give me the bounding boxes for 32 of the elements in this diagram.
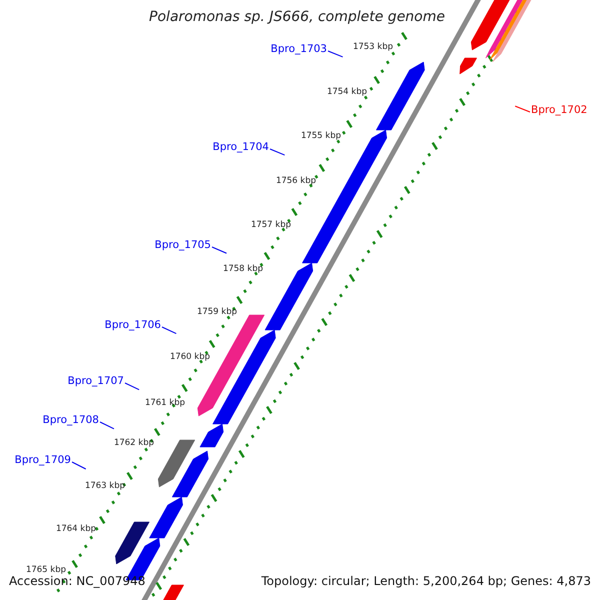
leader-line [328, 50, 344, 58]
leader-line [270, 148, 286, 156]
accession-label: Accession: NC_007948 [9, 575, 146, 588]
tick-label: 1757 kbp [250, 221, 291, 230]
tick-label: 1756 kbp [276, 177, 316, 186]
leader-line [514, 106, 530, 112]
tick-label: 1758 kbp [222, 265, 263, 274]
leader-line [124, 382, 140, 390]
gene-label: Bpro_1703 [270, 44, 327, 55]
gene-label: Bpro_1707 [68, 376, 124, 387]
gene-label: Bpro_1709 [14, 455, 71, 466]
gene-label: Bpro_1706 [104, 320, 161, 331]
leader-line [72, 462, 86, 470]
leader-line [100, 422, 114, 430]
tick-label: 1755 kbp [300, 132, 341, 141]
tick-label: 1753 kbp [352, 43, 393, 52]
gene-label: Bpro_1708 [42, 415, 99, 426]
tick-label: 1763 kbp [84, 482, 125, 491]
gene-label: Bpro_1702 [531, 105, 588, 116]
tick-label: 1761 kbp [144, 399, 185, 408]
gene-label: Bpro_1705 [154, 240, 211, 251]
tick-label: 1765 kbp [26, 566, 66, 575]
tick-label: 1759 kbp [196, 308, 237, 317]
title: Polaromonas sp. JS666, complete genome [149, 10, 445, 24]
leader-line [212, 246, 228, 254]
tick-label: 1754 kbp [326, 88, 367, 97]
gene-label: Bpro_1704 [212, 142, 269, 153]
tick-label: 1762 kbp [114, 439, 154, 448]
leader-line [162, 326, 177, 334]
tick-label: 1764 kbp [56, 525, 96, 534]
genome-summary: Topology: circular; Length: 5,200,264 bp; Genes: 4,873 [261, 575, 591, 588]
tick-label: 1760 kbp [170, 353, 210, 362]
